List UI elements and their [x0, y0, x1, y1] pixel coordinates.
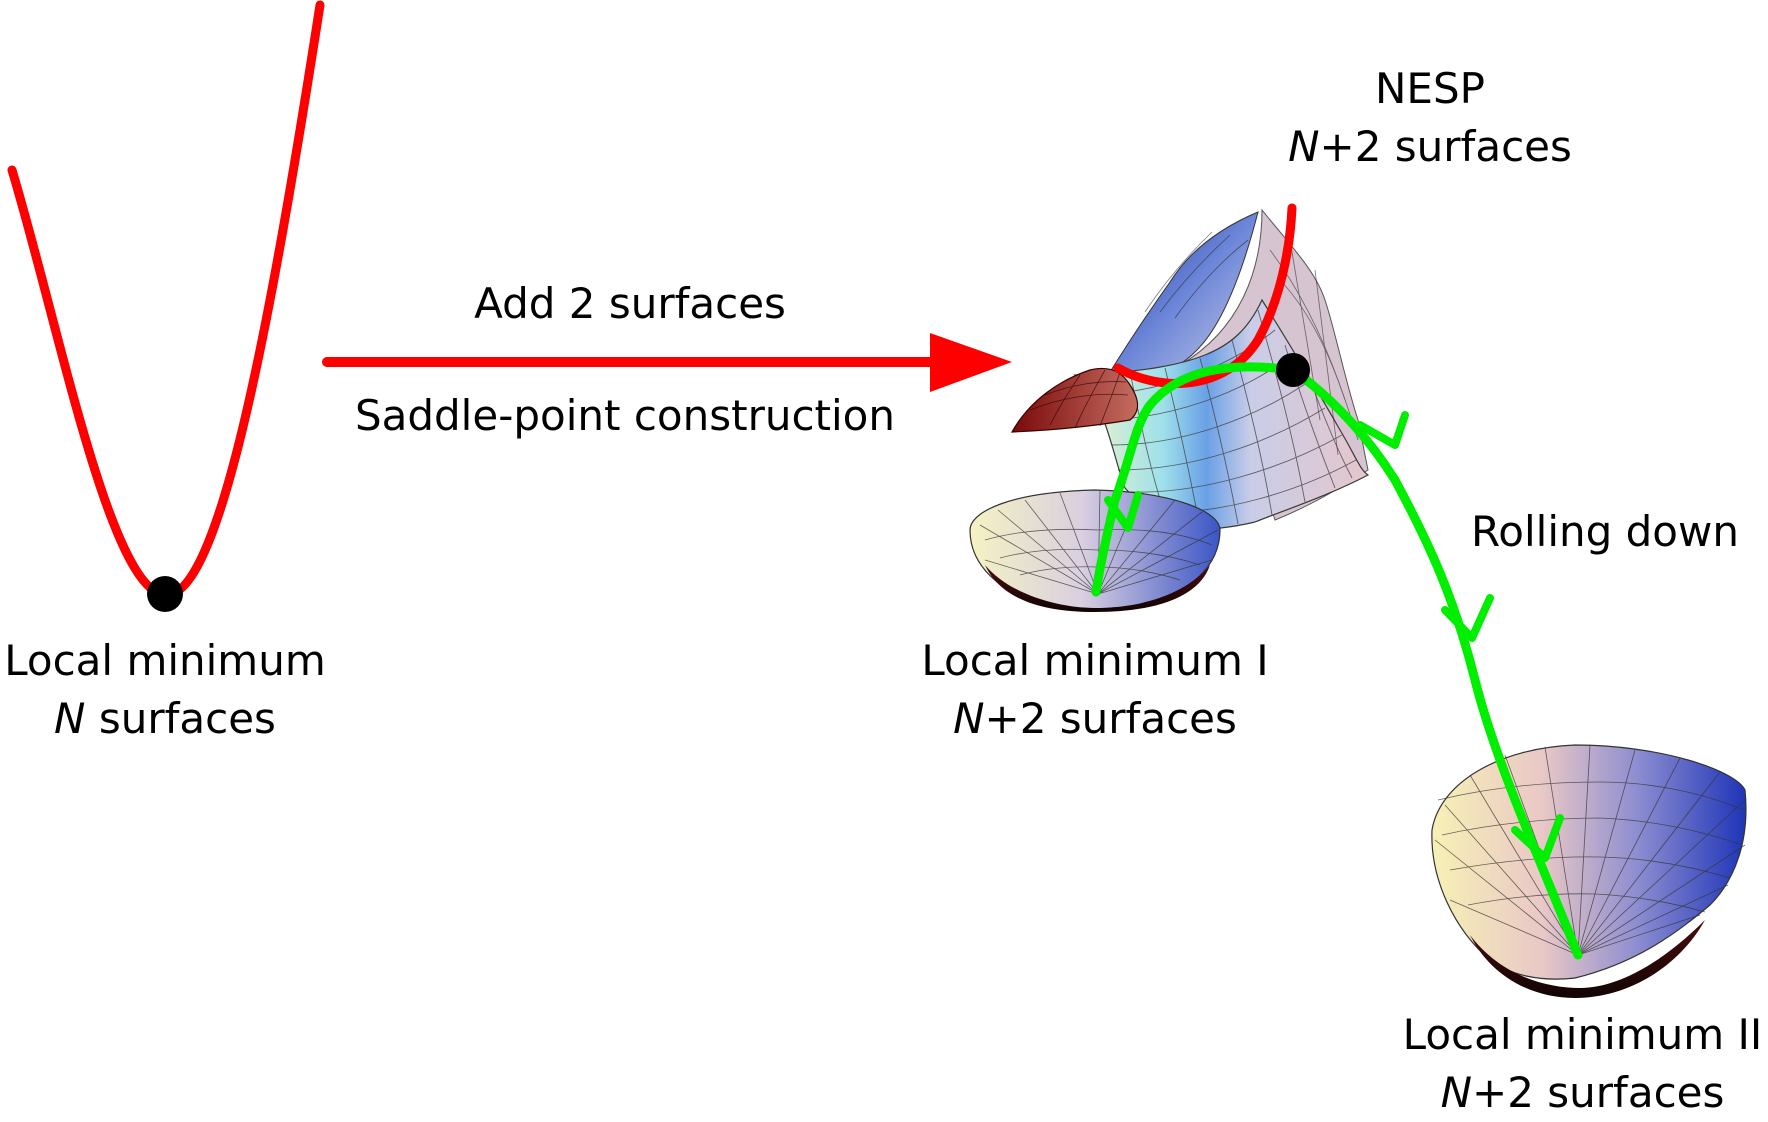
minimum-two-var: N — [1440, 1068, 1473, 1117]
start-state-suffix: surfaces — [85, 694, 276, 743]
parabola-curve — [7, 0, 325, 600]
saddle-point — [1276, 353, 1310, 387]
nesp-suffix: +2 surfaces — [1319, 122, 1572, 171]
minimum-two-suffix: +2 surfaces — [1472, 1068, 1725, 1117]
minimum-two-title: Local minimum II — [1402, 1010, 1763, 1059]
add-surfaces-label: Add 2 surfaces — [474, 279, 786, 328]
minimum-one-title: Local minimum I — [921, 636, 1269, 685]
start-state-label: Local minimum N surfaces — [0, 632, 330, 748]
local-minimum-point — [147, 576, 183, 612]
arrowhead-rolling-three — [1511, 814, 1564, 862]
nesp-label: NESP N+2 surfaces — [1270, 60, 1590, 176]
nesp-var: N — [1288, 122, 1320, 171]
start-state-title: Local minimum — [4, 636, 326, 685]
path-to-minimum-two — [1288, 365, 1583, 960]
rolling-down-label: Rolling down — [1471, 507, 1739, 556]
minimum-one-var: N — [953, 694, 985, 743]
path-to-minimum-one — [1091, 362, 1298, 597]
arrowhead-rolling-one — [1356, 411, 1409, 449]
nesp-title: NESP — [1375, 64, 1485, 113]
saddle-construction-label: Saddle-point construction — [354, 391, 896, 440]
minimum-two-label: Local minimum II N+2 surfaces — [1400, 1006, 1765, 1122]
saddle-flap — [1010, 367, 1139, 433]
construction-arrowhead — [930, 333, 1012, 392]
arrowhead-minimum-one — [1104, 491, 1142, 532]
bowl-local-minimum-two — [1431, 744, 1747, 998]
start-state-var: N — [54, 694, 86, 743]
saddle-ridge-curve — [1113, 203, 1297, 388]
bowl-local-minimum-one — [969, 489, 1221, 612]
minimum-one-suffix: +2 surfaces — [984, 694, 1237, 743]
arrowhead-rolling-two — [1441, 594, 1494, 642]
minimum-one-label: Local minimum I N+2 surfaces — [915, 632, 1275, 748]
